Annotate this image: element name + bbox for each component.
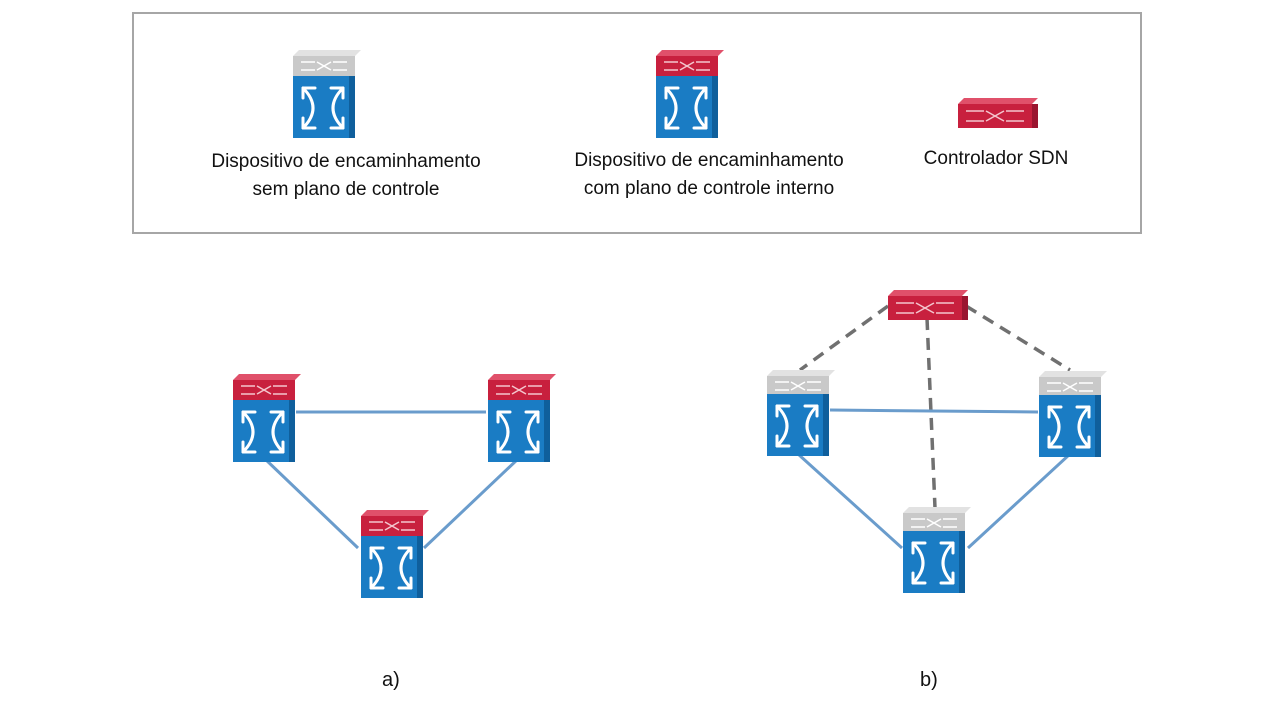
caption-b: b) (920, 669, 938, 691)
legend-label-line: Dispositivo de encaminhamento (574, 150, 844, 171)
legend-label-switch-with-control: Dispositivo de encaminhamento com plano … (548, 147, 870, 203)
legend-label-line: sem plano de controle (252, 179, 440, 200)
caption-a: a) (382, 669, 400, 691)
diagram-a-switch-right (486, 373, 557, 464)
diagram-b-switch-left (765, 369, 836, 458)
link-b-left (796, 452, 904, 550)
sdn-controller-icon (957, 97, 1039, 129)
link-b-right (966, 452, 1072, 550)
legend-label-line: com plano de controle interno (583, 178, 835, 199)
diagram-b-control-links (798, 304, 1071, 509)
legend-label-sdn-controller: Controlador SDN (908, 145, 1084, 173)
link-b-top (829, 408, 1039, 414)
legend-label-line: Dispositivo de encaminhamento (211, 151, 481, 172)
switch-with-control-plane-icon (654, 49, 725, 140)
switch-without-control-plane-icon (291, 49, 362, 140)
control-link-bottom (925, 317, 937, 509)
diagram-b-links (796, 408, 1072, 550)
diagram-a-switch-left (231, 373, 302, 464)
legend-box (132, 12, 1142, 234)
diagram-b-switch-bottom (901, 506, 972, 595)
legend-label-switch-without-control: Dispositivo de encaminhamento sem plano … (186, 148, 506, 204)
link-a-right (422, 456, 521, 550)
diagram-b-sdn-controller (887, 289, 969, 321)
link-a-left (262, 456, 360, 550)
diagram-b-switch-right (1037, 370, 1108, 459)
diagram-a-links (262, 410, 521, 550)
legend-label-line: Controlador SDN (923, 148, 1069, 169)
control-link-left (798, 304, 890, 372)
diagram-a-switch-bottom (359, 509, 430, 600)
control-link-right (965, 304, 1071, 372)
